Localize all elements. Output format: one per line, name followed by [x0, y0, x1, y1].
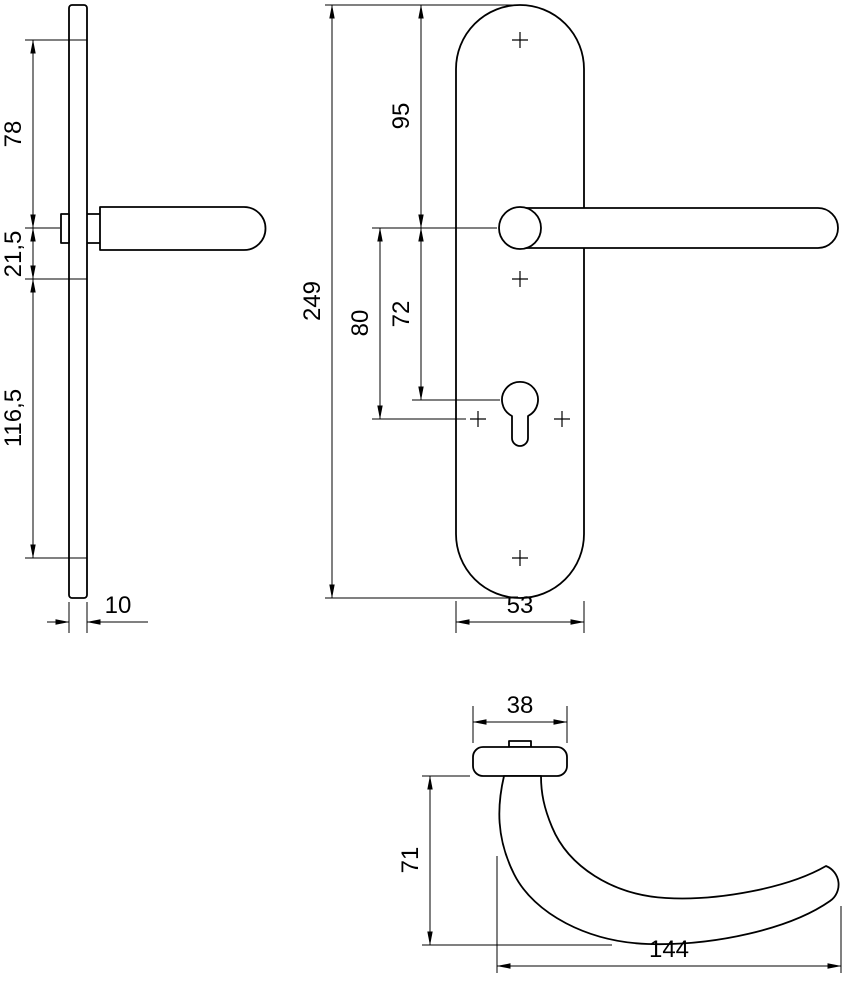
cross-mark-below-handle [512, 271, 528, 287]
dim-label-116-5: 116,5 [0, 389, 27, 447]
side-spindle-block [60, 213, 70, 244]
side-view: 78 21,5 116,5 10 [0, 4, 267, 633]
profile-view: 38 71 144 [397, 692, 842, 973]
euro-cylinder-cutout [501, 380, 539, 447]
dim-label-10: 10 [105, 592, 132, 619]
cross-mark-cylinder-right [554, 411, 570, 427]
dim-label-71: 71 [397, 847, 424, 874]
front-view: 249 95 80 72 53 [299, 4, 839, 633]
profile-handle-grip [498, 775, 840, 946]
profile-rose [472, 746, 568, 777]
dim-label-53: 53 [507, 592, 534, 619]
handle-bearing-circle [498, 206, 542, 250]
dim-label-21-5: 21,5 [0, 231, 27, 278]
dim-label-80: 80 [347, 310, 374, 337]
dim-label-249: 249 [299, 281, 326, 321]
dim-label-38: 38 [507, 692, 534, 719]
side-plate-outline [68, 4, 88, 599]
dim-label-144: 144 [649, 936, 689, 963]
cross-mark-cylinder-left [470, 411, 486, 427]
backplate-outline [455, 4, 585, 599]
dim-label-72: 72 [388, 301, 415, 328]
side-handle-grip [99, 206, 267, 251]
dim-label-95: 95 [388, 103, 415, 130]
dim-label-78: 78 [0, 121, 27, 148]
handle-lever [522, 207, 839, 249]
cross-mark-top [512, 32, 528, 48]
cross-mark-bottom [512, 550, 528, 566]
